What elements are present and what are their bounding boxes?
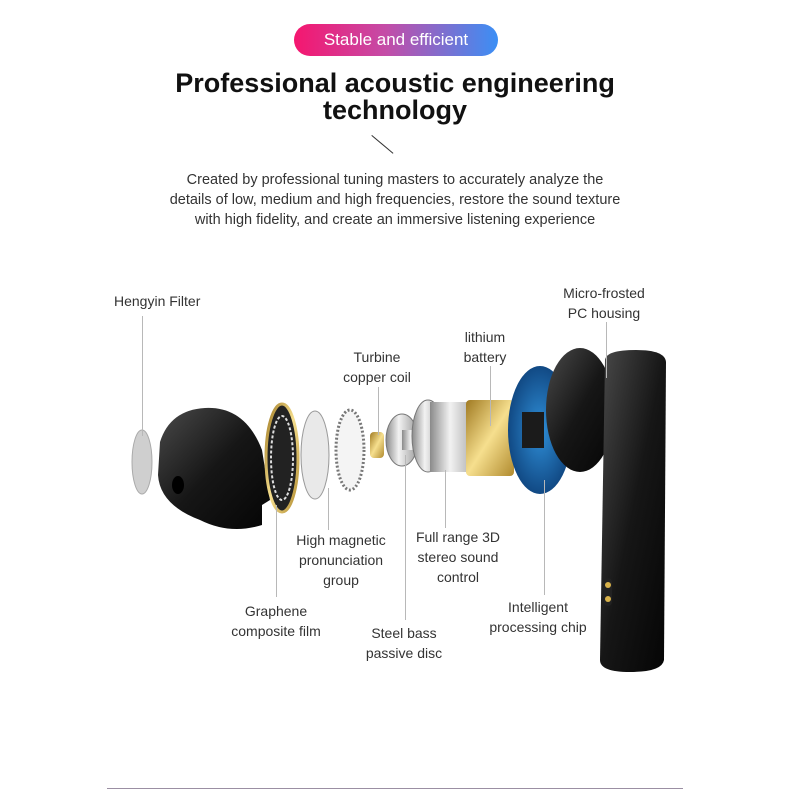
label-hengyin-filter: Hengyin Filter: [114, 291, 200, 311]
description-line-2: details of low, medium and high frequenc…: [169, 192, 621, 208]
leader-lithium: [490, 366, 491, 426]
leader-intelligent: [544, 480, 545, 595]
description-line-1: Created by professional tuning masters t…: [186, 172, 604, 188]
label-text: Intelligent: [508, 599, 568, 615]
magnet-disc: [300, 410, 330, 500]
label-intelligent-chip: Intelligent processing chip: [482, 597, 594, 637]
label-text: Steel bass: [371, 625, 437, 641]
page-title: Professional acoustic engineering techno…: [0, 70, 790, 124]
pc-housing-stem: [600, 350, 666, 672]
copper-coil: [370, 432, 384, 458]
badge-label: Stable and efficient: [323, 30, 469, 49]
title-line-1: Professional acoustic engineering: [175, 68, 615, 98]
leader-high-magnetic: [328, 488, 329, 530]
label-steel-bass: Steel bass passive disc: [358, 623, 450, 663]
label-text: Full range 3D: [415, 529, 501, 545]
leader-full-range: [445, 470, 446, 528]
leader-graphene: [276, 505, 277, 597]
label-text: stereo sound: [417, 549, 499, 565]
label-text: Graphene: [244, 603, 308, 619]
stable-efficient-badge: Stable and efficient: [294, 24, 498, 56]
label-text: Hengyin Filter: [114, 293, 201, 309]
label-text: processing chip: [489, 619, 587, 635]
hengyin-filter-mesh: [131, 429, 153, 495]
label-text: control: [436, 569, 480, 585]
label-high-magnetic: High magnetic pronunciation group: [286, 530, 396, 590]
label-text: passive disc: [365, 645, 443, 661]
label-turbine-coil: Turbine copper coil: [336, 347, 418, 387]
label-text: High magnetic: [296, 532, 386, 548]
label-text: lithium: [464, 329, 506, 345]
label-text: battery: [463, 349, 507, 365]
label-text: Micro-frosted: [563, 285, 645, 301]
label-text: pronunciation: [298, 552, 384, 568]
description-line-3: with high fidelity, and create an immers…: [194, 212, 596, 228]
lithium-battery: [466, 400, 514, 476]
label-micro-frosted: Micro-frosted PC housing: [554, 283, 654, 323]
label-text: group: [323, 572, 359, 588]
leader-micro-frosted: [606, 322, 607, 378]
turbine-ring: [334, 408, 366, 492]
title-line-2: technology: [322, 95, 467, 125]
label-full-range: Full range 3D stereo sound control: [408, 527, 508, 587]
bottom-divider: [107, 788, 683, 789]
label-text: PC housing: [567, 305, 641, 321]
label-lithium-battery: lithium battery: [455, 327, 515, 367]
label-text: Turbine: [353, 349, 401, 365]
label-text: copper coil: [343, 369, 411, 385]
label-text: composite film: [231, 623, 321, 639]
leader-hengyin: [142, 316, 143, 436]
ear-cap: [158, 407, 270, 529]
label-graphene: Graphene composite film: [222, 601, 330, 641]
leader-steel-bass: [405, 455, 406, 620]
description: Created by professional tuning masters t…: [150, 170, 640, 230]
leader-turbine: [378, 387, 379, 435]
